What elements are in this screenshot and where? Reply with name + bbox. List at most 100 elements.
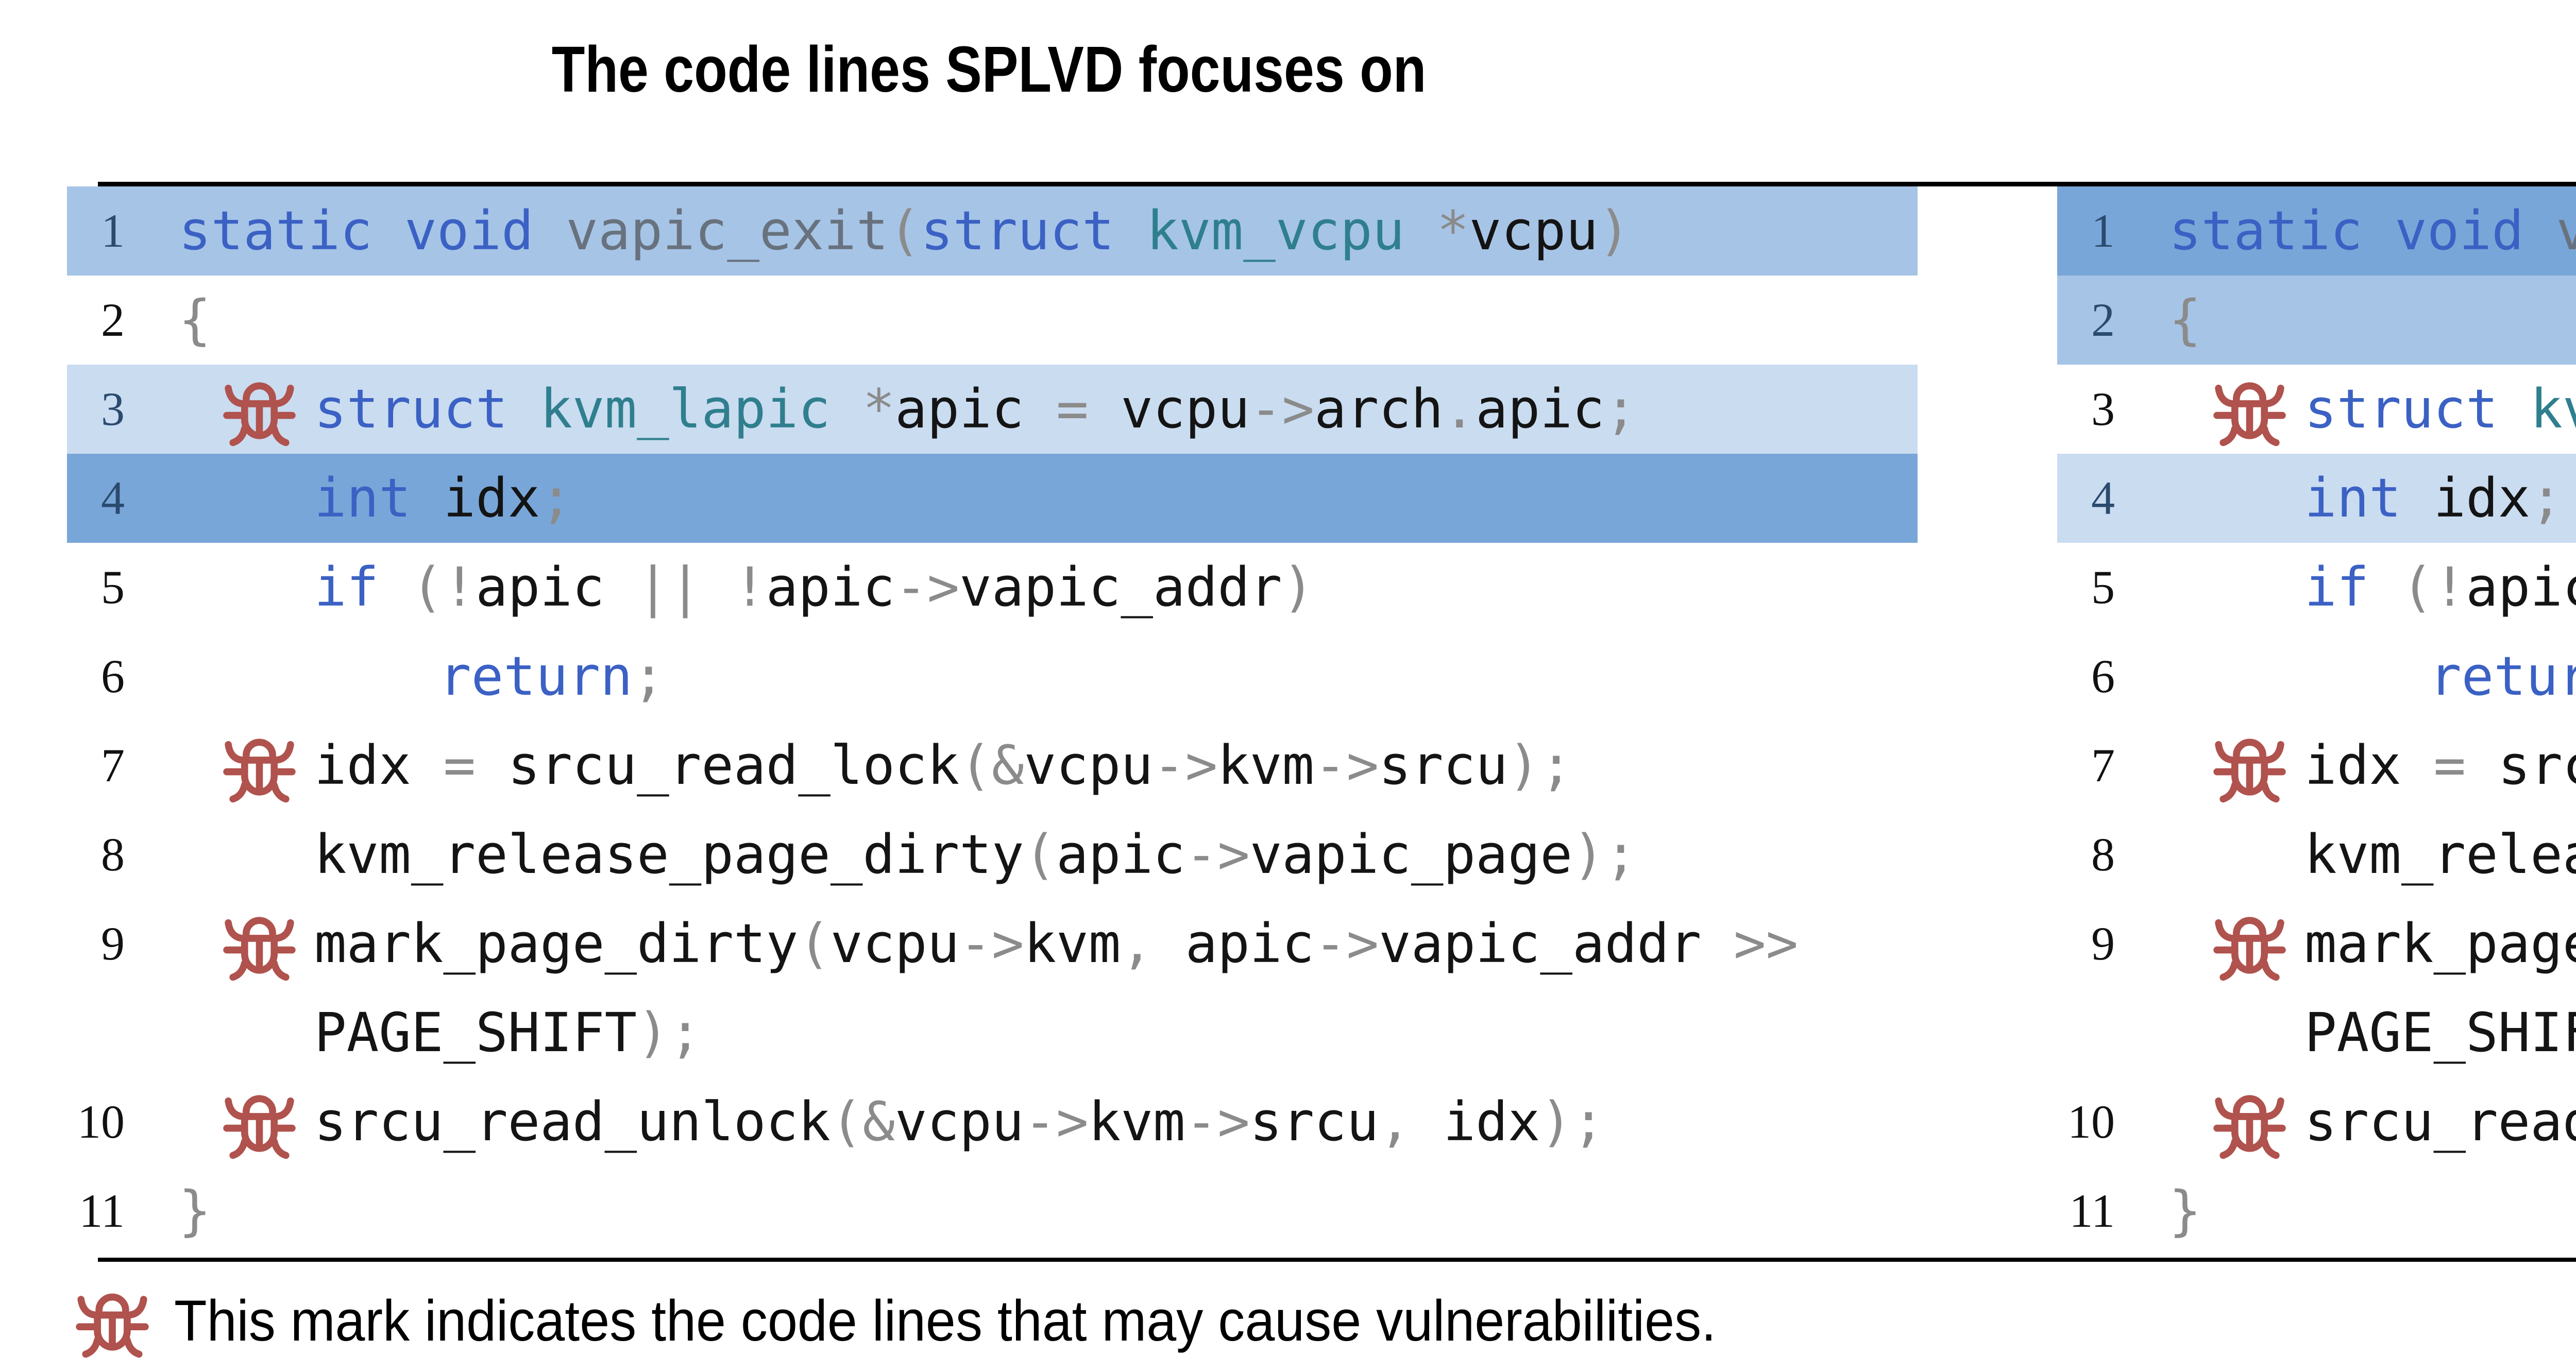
code-text: struct kvm_lapic *apic = vcpu->arch.apic… bbox=[2304, 365, 2576, 454]
line-number: 8 bbox=[2091, 828, 2115, 881]
line-number: 11 bbox=[79, 1185, 125, 1237]
figure-caption: This mark indicates the code lines that … bbox=[73, 1274, 1832, 1367]
code-token: idx bbox=[443, 467, 540, 529]
code-token: srcu_read_lock bbox=[2498, 734, 2576, 797]
code-line-row: 5if (!apic || !apic->vapic_addr) bbox=[2057, 543, 2576, 632]
right-panel-title: The code lines VD focuses on bbox=[1978, 32, 2576, 107]
line-number: 4 bbox=[2091, 472, 2115, 524]
code-token: } bbox=[2169, 1179, 2201, 1242]
bug-icon bbox=[2211, 727, 2289, 804]
line-number: 2 bbox=[2091, 294, 2115, 346]
code-token: apic bbox=[2466, 556, 2576, 619]
code-line-row: PAGE_SHIFT); bbox=[2057, 988, 2576, 1077]
code-token: } bbox=[179, 1179, 211, 1242]
code-token: vapic_addr bbox=[1379, 912, 1702, 975]
code-token: srcu bbox=[1379, 734, 1508, 797]
code-token: = bbox=[2401, 734, 2498, 797]
code-token: ) bbox=[1282, 556, 1315, 619]
line-number: 6 bbox=[101, 650, 125, 702]
code-text: return; bbox=[439, 632, 665, 721]
code-token: srcu_read_lock bbox=[507, 734, 960, 797]
code-token: ; bbox=[1604, 378, 1637, 440]
code-token: ; bbox=[632, 645, 665, 708]
line-number: 3 bbox=[2091, 383, 2115, 435]
code-line-row: 8kvm_release_page_dirty(apic->vapic_page… bbox=[2057, 810, 2576, 899]
bug-icon bbox=[73, 1281, 151, 1360]
code-token: ); bbox=[637, 1001, 702, 1064]
code-token: mark_page_dirty bbox=[314, 912, 799, 975]
code-token: kvm bbox=[1088, 1090, 1185, 1153]
line-number: 1 bbox=[2091, 204, 2115, 257]
code-text: if (!apic || !apic->vapic_addr) bbox=[314, 543, 1314, 632]
left-panel-title: The code lines SPLVD focuses on bbox=[0, 32, 1978, 107]
code-token: -> bbox=[1153, 734, 1218, 797]
left-panel-title-text: The code lines SPLVD focuses on bbox=[552, 33, 1427, 106]
code-token: vcpu bbox=[1469, 199, 1599, 262]
code-token: * bbox=[1436, 199, 1469, 262]
code-text: idx = srcu_read_lock(&vcpu->kvm->srcu); bbox=[314, 721, 1572, 810]
code-token: (! bbox=[2401, 556, 2466, 619]
code-token: ( bbox=[888, 199, 921, 262]
code-token: -> bbox=[959, 912, 1024, 975]
code-token: srcu_read_unlock bbox=[314, 1090, 831, 1153]
bug-icon bbox=[221, 1083, 298, 1161]
code-token: ; bbox=[2530, 467, 2563, 529]
code-text: } bbox=[2169, 1167, 2201, 1256]
top-rule bbox=[98, 182, 2576, 186]
line-number: 11 bbox=[2069, 1185, 2115, 1237]
code-token: -> bbox=[1249, 378, 1315, 440]
code-token: vapic_addr bbox=[959, 556, 1282, 619]
code-token: struct bbox=[921, 199, 1147, 262]
code-token: ); bbox=[1572, 823, 1637, 886]
code-token: kvm_release_page_dirty bbox=[2304, 823, 2576, 886]
code-token: , bbox=[1379, 1090, 1444, 1153]
line-number bbox=[2057, 988, 2115, 1077]
code-token: struct bbox=[314, 378, 540, 440]
code-text: kvm_release_page_dirty(apic->vapic_page)… bbox=[314, 810, 1637, 899]
code-text: mark_page_dirty(vcpu->kvm, apic->vapic_a… bbox=[314, 899, 1798, 988]
code-token: apic bbox=[476, 556, 605, 619]
code-token: idx bbox=[314, 734, 411, 797]
code-token: idx bbox=[2304, 734, 2401, 797]
code-text: srcu_read_unlock(&vcpu->kvm->srcu, idx); bbox=[2304, 1077, 2576, 1167]
code-token: vapic_exit bbox=[566, 199, 889, 262]
line-number: 3 bbox=[101, 383, 125, 435]
code-line-row: 11} bbox=[67, 1167, 1918, 1256]
line-number: 5 bbox=[101, 561, 125, 613]
code-token: kvm_lapic bbox=[2530, 378, 2576, 440]
code-line-row: 11} bbox=[2057, 1167, 2576, 1256]
bug-icon bbox=[221, 370, 298, 448]
code-token: >> bbox=[1701, 912, 1799, 975]
code-token: = bbox=[411, 734, 508, 797]
code-token: -> bbox=[1185, 1090, 1250, 1153]
code-token: static void bbox=[2169, 199, 2556, 262]
bug-icon bbox=[2211, 1083, 2289, 1161]
line-number: 9 bbox=[101, 917, 125, 970]
code-token: -> bbox=[1024, 1090, 1089, 1153]
code-token: vcpu bbox=[1024, 734, 1153, 797]
code-token: -> bbox=[895, 556, 960, 619]
code-token: (! bbox=[411, 556, 476, 619]
code-token: return bbox=[439, 645, 633, 708]
code-text: mark_page_dirty(vcpu->kvm, apic->vapic_a… bbox=[2304, 899, 2576, 988]
code-token: vapic_exit bbox=[2556, 199, 2576, 262]
line-number bbox=[67, 988, 125, 1077]
code-text: { bbox=[2169, 276, 2201, 365]
code-text: static void vapic_exit(struct kvm_vcpu *… bbox=[179, 186, 1631, 276]
code-text: int idx; bbox=[2304, 454, 2563, 543]
code-token: vcpu bbox=[1121, 378, 1250, 440]
code-token: if bbox=[2304, 556, 2401, 619]
bug-icon bbox=[221, 905, 298, 983]
code-token: ( bbox=[1024, 823, 1057, 886]
code-token: vcpu bbox=[895, 1090, 1024, 1153]
line-number: 5 bbox=[2091, 561, 2115, 613]
code-token: apic bbox=[1185, 912, 1315, 975]
